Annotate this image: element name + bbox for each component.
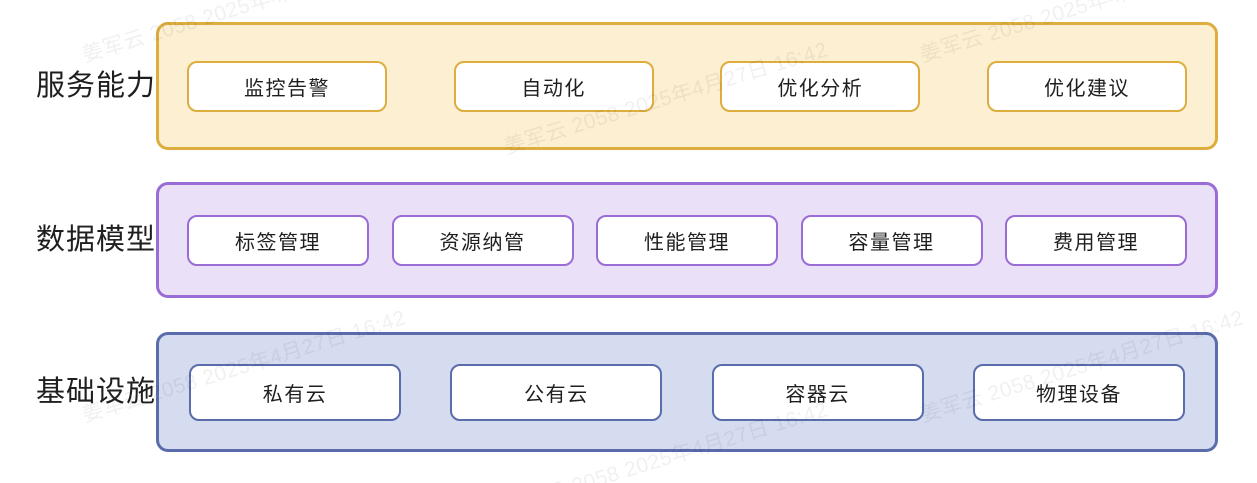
layer-row-data-model: 数据模型 标签管理 资源纳管 性能管理 容量管理 费用管理: [0, 182, 1257, 298]
model-card-resource-management[interactable]: 资源纳管: [391, 214, 574, 266]
model-card-performance-management[interactable]: 性能管理: [596, 214, 778, 266]
layer-panel-data-model: 标签管理 资源纳管 性能管理 容量管理 费用管理: [156, 182, 1218, 298]
model-card-capacity-management[interactable]: 容量管理: [800, 214, 983, 266]
capability-card-optimization-analysis[interactable]: 优化分析: [720, 60, 921, 112]
infra-card-private-cloud[interactable]: 私有云: [189, 363, 401, 421]
layer-row-service-capability: 服务能力 监控告警 自动化 优化分析 优化建议: [0, 22, 1257, 150]
model-card-tag-management[interactable]: 标签管理: [187, 214, 369, 266]
layer-panel-infrastructure: 私有云 公有云 容器云 物理设备: [156, 332, 1218, 452]
model-card-cost-management[interactable]: 费用管理: [1005, 214, 1187, 266]
layer-label-infrastructure: 基础设施: [36, 375, 157, 408]
capability-card-monitoring-alerts[interactable]: 监控告警: [187, 60, 387, 112]
layer-label-service-capability: 服务能力: [36, 69, 157, 102]
infra-card-container-cloud[interactable]: 容器云: [711, 363, 924, 421]
capability-card-automation[interactable]: 自动化: [453, 60, 654, 112]
layer-label-data-model: 数据模型: [36, 223, 157, 256]
capability-card-optimization-advice[interactable]: 优化建议: [986, 60, 1187, 112]
layer-row-infrastructure: 基础设施 私有云 公有云 容器云 物理设备: [0, 332, 1257, 452]
infra-card-physical-device[interactable]: 物理设备: [972, 363, 1185, 421]
layer-panel-service-capability: 监控告警 自动化 优化分析 优化建议: [156, 22, 1218, 150]
infra-card-public-cloud[interactable]: 公有云: [450, 363, 663, 421]
